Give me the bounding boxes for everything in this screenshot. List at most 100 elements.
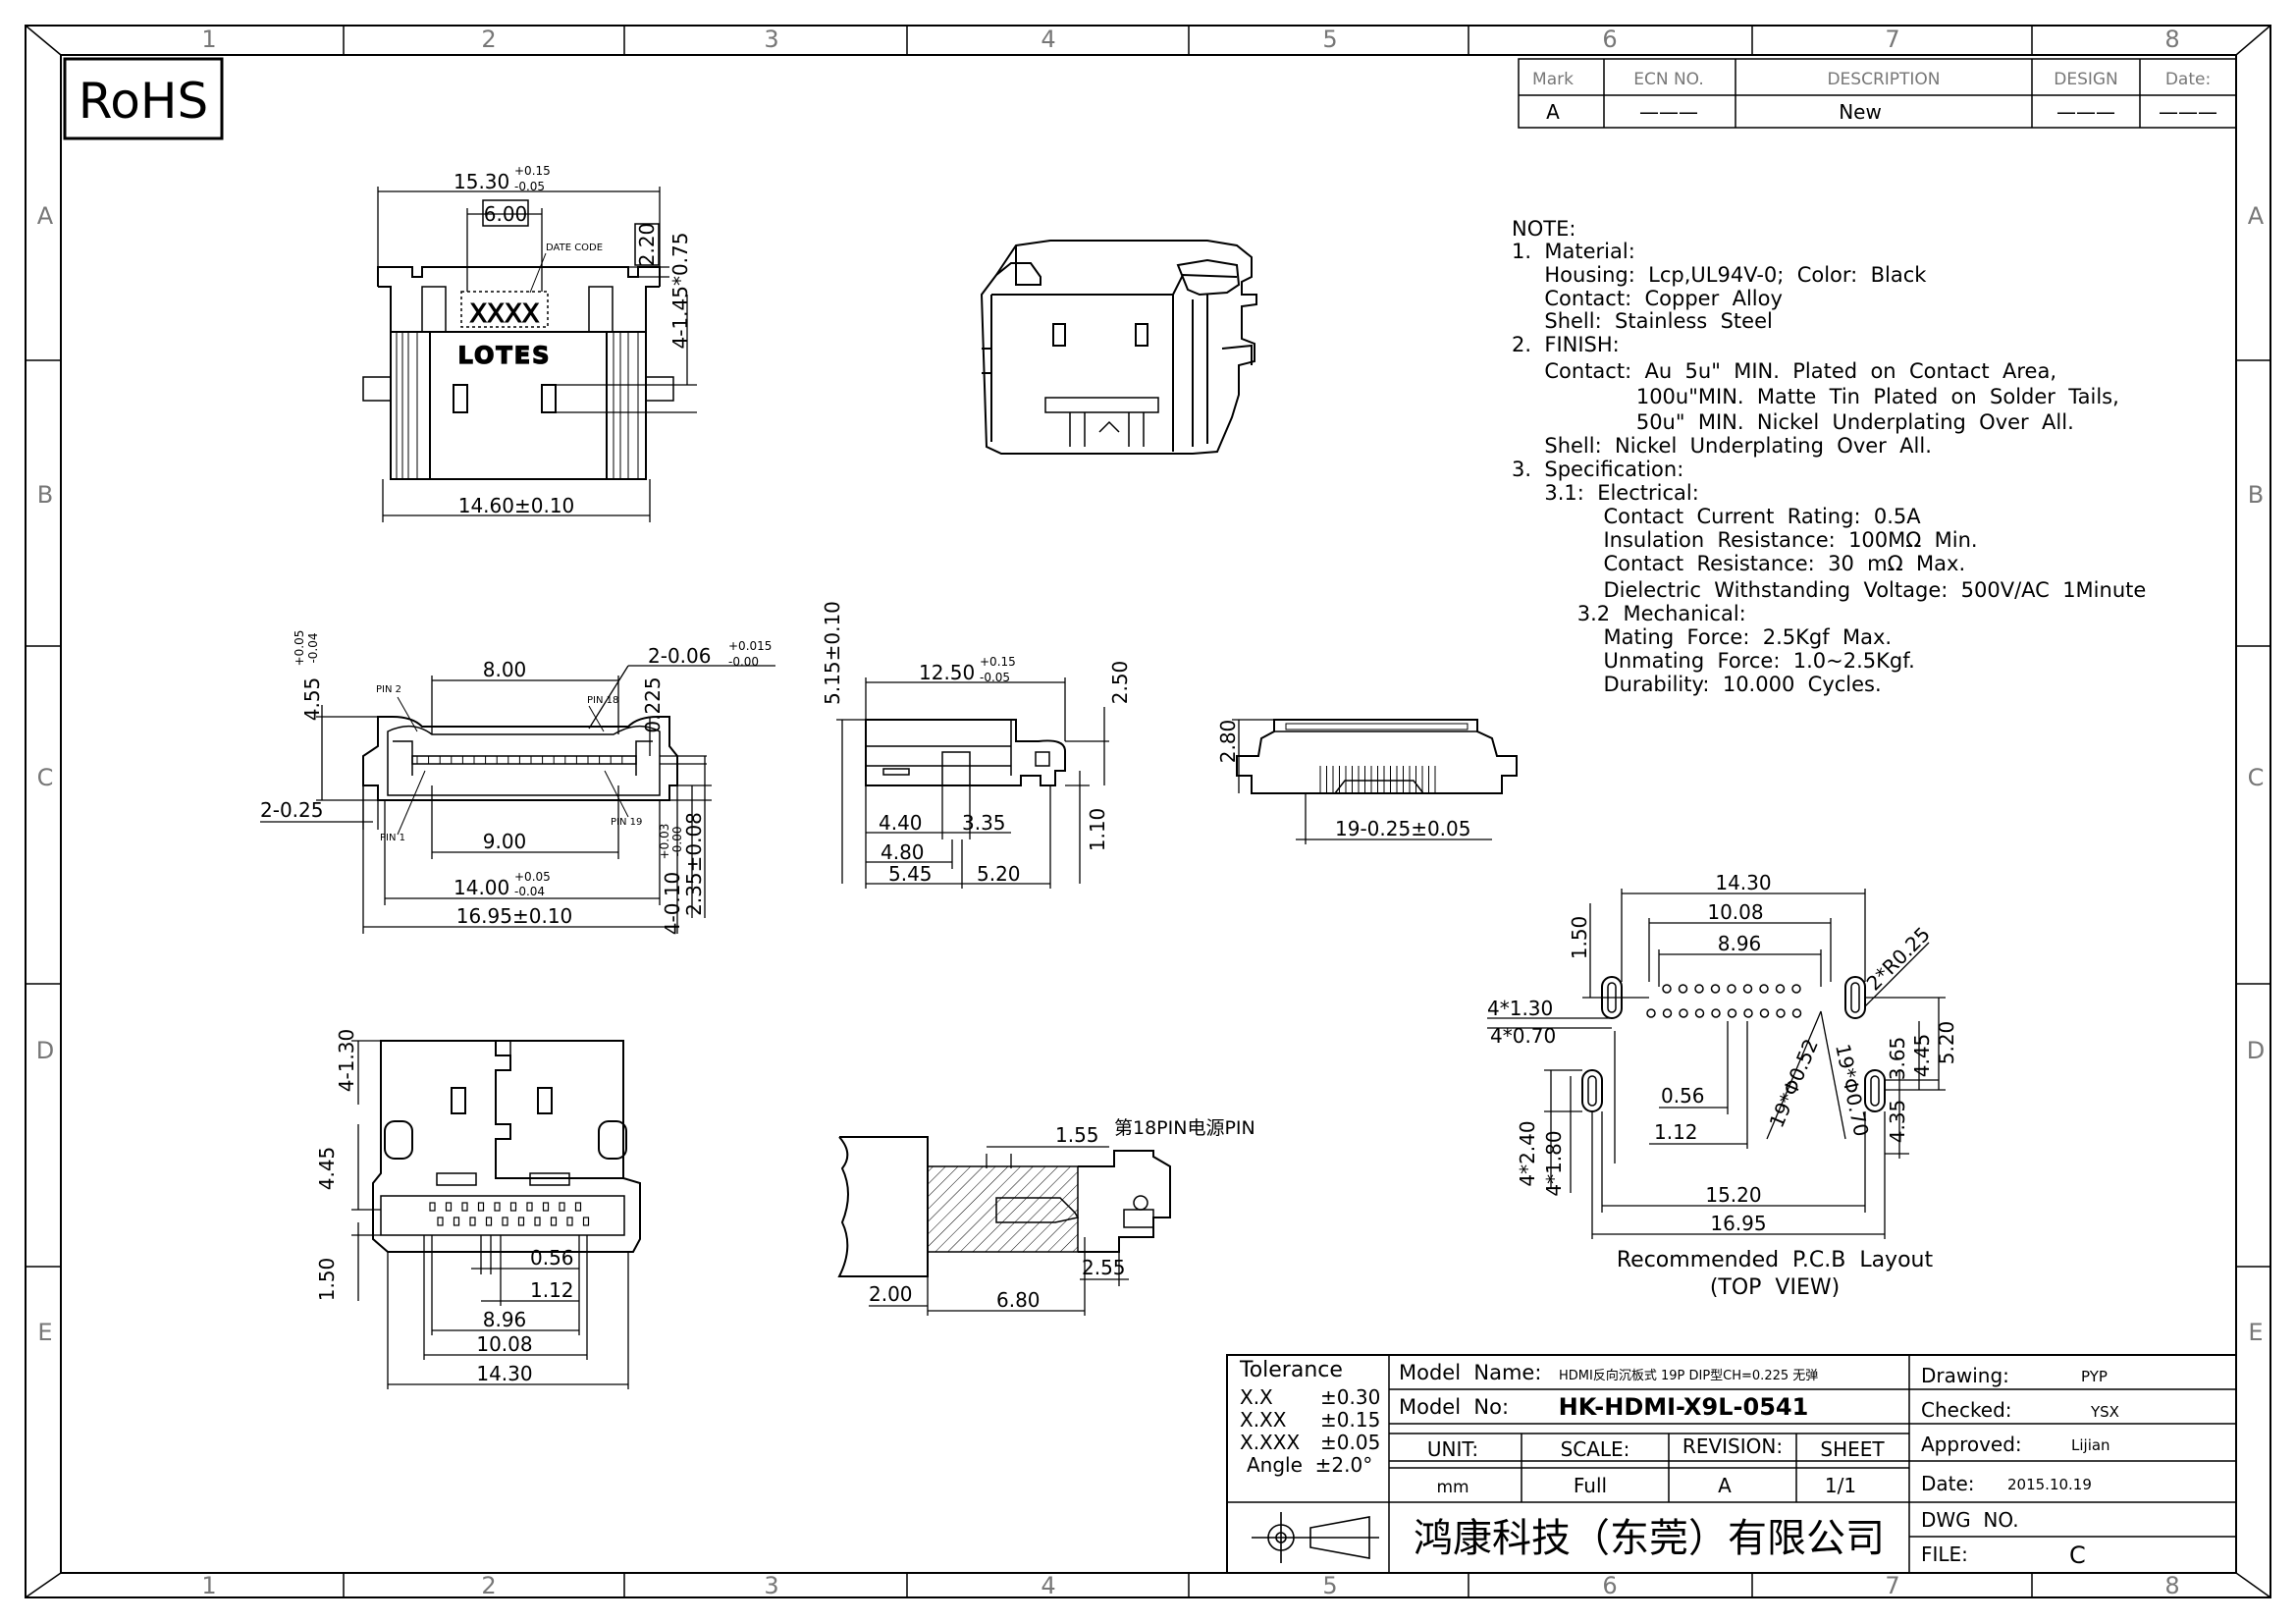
bottom-pin — [502, 1217, 508, 1226]
bottom-pin — [461, 1202, 468, 1212]
bottom-pin — [582, 1217, 590, 1226]
isometric-view — [980, 240, 1257, 455]
rev-header-ecn: ECN NO. — [1633, 70, 1704, 89]
note-line: Dielectric Withstanding Voltage: 500V/AC… — [1512, 578, 2146, 602]
pcb-d-1-50: 1.50 — [1568, 916, 1591, 960]
note-line: 50u" MIN. Nickel Underplating Over All. — [1512, 410, 2074, 434]
dim-leg-len: 2.35±0.08 — [682, 812, 706, 916]
pcb-slot-c: 4*2.40 — [1516, 1120, 1539, 1186]
note-line: NOTE: — [1512, 217, 1575, 241]
dim-bottom-d5: 8.96 — [483, 1308, 527, 1331]
dim-bottom-d3: 0.56 — [530, 1246, 574, 1270]
zone-row-b-right: B — [2248, 481, 2264, 509]
note-line: Shell: Stainless Steel — [1512, 309, 1773, 333]
dim-front-overall: 16.95±0.10 — [456, 904, 573, 928]
rev-ecn: ——— — [1639, 100, 1698, 124]
file-value: C — [2069, 1542, 2086, 1569]
dim-bottom-hole: 4-1.30 — [335, 1029, 358, 1092]
unit-label: UNIT: — [1427, 1437, 1478, 1461]
dim-side-length: 12.50 — [919, 661, 975, 684]
dim-front-opening: 8.00 — [483, 658, 527, 681]
rev-mark: A — [1546, 100, 1560, 124]
pcb-d-0-56: 0.56 — [1661, 1084, 1705, 1108]
pcb-caption: Recommended P.C.B Layout — [1617, 1248, 1934, 1272]
pcb-hole — [1662, 984, 1672, 994]
zone-col-2: 2 — [481, 26, 496, 53]
bottom-pin — [542, 1202, 550, 1212]
zone-row-e: E — [37, 1319, 52, 1346]
zone-col-6-bottom: 6 — [1602, 1572, 1617, 1599]
rear-view: 2.80 19-0.25±0.05 — [1216, 719, 1518, 844]
dim-side-top: 2.50 — [1108, 661, 1132, 705]
pcb-hole — [1646, 1008, 1656, 1018]
pcb-d-3-65: 3.65 — [1886, 1037, 1909, 1081]
date-value: 2015.10.19 — [2007, 1476, 2092, 1493]
pcb-hole — [1662, 1008, 1673, 1018]
pcb-slot-d: 4*1.80 — [1542, 1130, 1566, 1196]
dim-leg-minus: -0.00 — [670, 826, 684, 856]
dim-bottom-d2: 1.50 — [315, 1258, 339, 1302]
rev-header-description: DESCRIPTION — [1827, 70, 1940, 89]
dim-pitch: 0.225 — [641, 676, 665, 732]
zone-col-1: 1 — [201, 26, 216, 53]
dim-tab: 2-0.25 — [260, 798, 323, 822]
tolerance-label: Tolerance — [1239, 1358, 1343, 1382]
pcb-hole — [1727, 1008, 1737, 1018]
pcb-d-4-35: 4.35 — [1886, 1100, 1909, 1144]
dim-front-height: 4.55 — [300, 677, 324, 722]
note-line: 1. Material: — [1512, 240, 1635, 263]
note-line: Contact Resistance: 30 mΩ Max. — [1512, 552, 1965, 575]
rev-header-design: DESIGN — [2054, 70, 2118, 89]
dim-section-d4: 6.80 — [996, 1288, 1041, 1312]
pcb-hole — [1711, 1008, 1721, 1018]
pcb-hole — [1727, 984, 1736, 994]
zone-col-8-bottom: 8 — [2164, 1572, 2179, 1599]
dim-hole: 4-1.45*0.75 — [668, 232, 692, 349]
bottom-pin — [429, 1202, 436, 1212]
dim-side-length-plus: +0.15 — [980, 655, 1016, 669]
zone-col-4-bottom: 4 — [1041, 1572, 1055, 1599]
zone-row-b: B — [37, 481, 53, 509]
pcb-hole — [1791, 1008, 1802, 1018]
approved-value: Lijian — [2071, 1436, 2110, 1454]
checked-value: YSX — [2090, 1403, 2119, 1421]
date-code-label: DATE CODE — [546, 243, 603, 253]
model-name-label: Model Name: — [1399, 1361, 1541, 1384]
dim-slot-plus: +0.015 — [728, 639, 772, 653]
zone-col-3: 3 — [764, 26, 778, 53]
date-code-text: XXXX — [469, 299, 539, 329]
note-line: Contact Current Rating: 0.5A — [1512, 505, 1921, 528]
note-line: 2. FINISH: — [1512, 333, 1620, 356]
scale-value: Full — [1574, 1474, 1607, 1497]
dim-height-small: 2.20 — [635, 223, 659, 267]
pin19-label: PIN 19 — [611, 817, 642, 828]
note-line: Insulation Resistance: 100MΩ Min. — [1512, 528, 1978, 552]
pcb-hole — [1742, 984, 1753, 994]
section-view: 1.55 第18PIN电源PIN 2.55 2.00 6.80 — [837, 1117, 1255, 1316]
bottom-pin — [566, 1217, 573, 1226]
tolerance-key: X.XXX — [1240, 1431, 1300, 1454]
dim-side-d4: 5.45 — [888, 862, 933, 886]
section-note: 第18PIN电源PIN — [1114, 1117, 1255, 1139]
rev-header-date: Date: — [2165, 70, 2211, 89]
zone-row-a-right: A — [2248, 202, 2265, 230]
zone-col-6: 6 — [1602, 26, 1617, 53]
lotes-logo: LOTES — [458, 342, 552, 369]
dim-date-code-width: 6.00 — [484, 202, 528, 226]
side-view: 12.50 +0.15 -0.05 5.15±0.10 2.50 1.10 4.… — [821, 601, 1132, 889]
dim-side-d3: 4.80 — [881, 840, 925, 864]
zone-col-5-bottom: 5 — [1322, 1572, 1337, 1599]
pcb-hole — [1694, 1008, 1705, 1018]
bottom-pin — [469, 1217, 476, 1226]
note-line: Housing: Lcp,UL94V-0; Color: Black — [1512, 263, 1927, 287]
pcb-slot-b: 4*0.70 — [1490, 1024, 1556, 1048]
pcb-d-1-12: 1.12 — [1654, 1120, 1698, 1144]
dim-width-bottom: 14.60±0.10 — [458, 494, 575, 517]
pcb-hole — [1759, 1008, 1770, 1018]
bottom-pin — [526, 1202, 533, 1212]
projection-symbol-icon — [1252, 1512, 1379, 1563]
pcb-d-14-30: 14.30 — [1715, 871, 1771, 894]
pcb-hole — [1775, 984, 1786, 994]
sheet-value: 1/1 — [1825, 1474, 1856, 1497]
